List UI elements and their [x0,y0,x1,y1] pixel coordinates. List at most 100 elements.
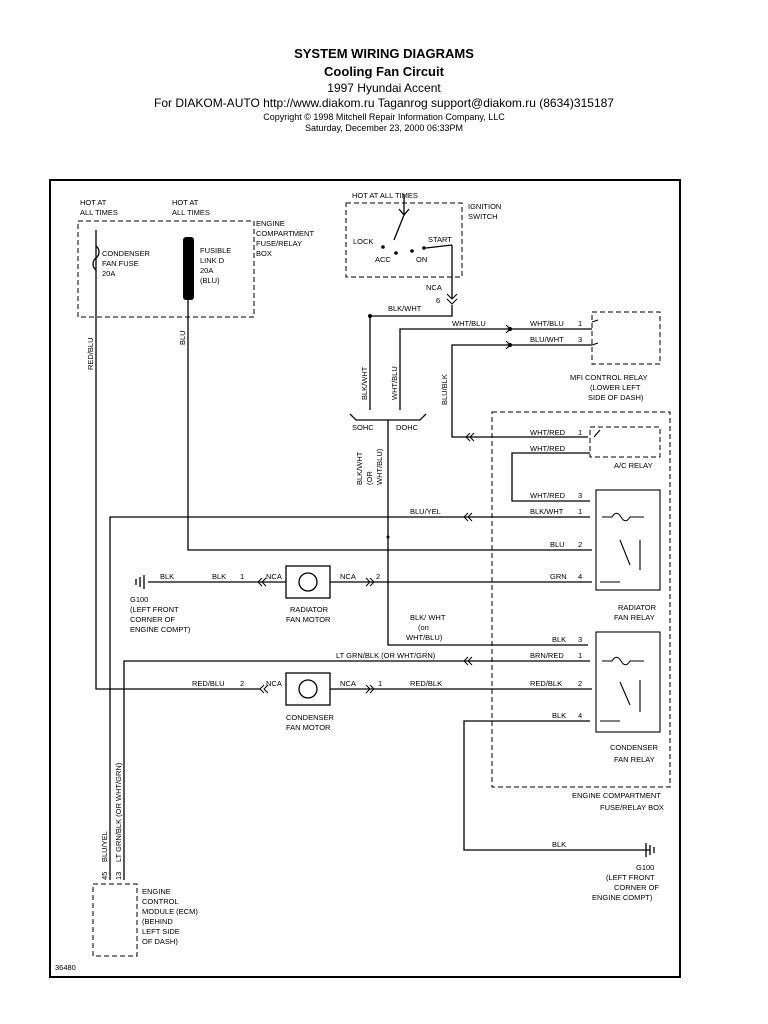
nca-rm-2: NCA [340,572,356,581]
mfi-relay-label-2: (LOWER LEFT [590,383,641,392]
rad-relay-coil [600,512,644,583]
engine-fuse-box-top-2: COMPARTMENT [256,229,314,238]
radiator-fan-relay-2: FAN RELAY [614,613,655,622]
sohc-dohc-bracket [349,413,427,421]
ecm-label-2: CONTROL [142,897,179,906]
engine-fuse-box-bottom-2: FUSE/RELAY BOX [600,803,664,812]
blk-label-1: BLK [160,572,174,581]
motor-pin-2: 2 [376,572,380,581]
fusible-link-label-2: LINK D [200,256,225,265]
mfi-pin-3: 3 [578,335,582,344]
red-blu-h: RED/BLU [192,679,225,688]
cond-pin-4: 4 [578,711,582,720]
diagram-frame [49,179,681,978]
g100-right-symbol [645,843,655,857]
sohc-label: SOHC [352,423,374,432]
cond-blk-3: BLK [552,635,566,644]
g100-left-4: ENGINE COMPT) [130,625,191,634]
blk-wht-on-1: BLK/ WHT [410,613,446,622]
cond-pin-2: 2 [578,679,582,688]
nca-ign-label: NCA [426,283,442,292]
ac-relay-box [589,426,661,458]
diagram-title: SYSTEM WIRING DIAGRAMS [294,46,474,61]
g100-right-2: (LEFT FRONT [606,873,655,882]
red-blu-wire [95,230,260,690]
ign-acc-dot [394,251,398,255]
ecm-label-5: LEFT SIDE [142,927,180,936]
blk-label-2: BLK [212,572,226,581]
rad-blk-wht: BLK/WHT [530,507,564,516]
fusible-link-label-3: 20A [200,266,213,275]
ecm-box [92,883,138,957]
blu-vert-label: BLU [178,330,187,345]
condenser-motor-circle [298,679,318,699]
ign-acc-label: ACC [375,255,391,264]
blk-wht-top-label: BLK/WHT [388,304,422,313]
condenser-fan-fuse [92,245,100,271]
ac-pin-1: 1 [578,428,582,437]
ign-feed [393,194,453,298]
wht-blu-top-label: WHT/BLU [452,319,486,328]
ign-lock-label: LOCK [353,237,373,246]
hot-at-all-times-ign: HOT AT ALL TIMES [352,191,418,200]
radiator-fan-relay-1: RADIATOR [618,603,657,612]
blk-wht-or-label-3: WHT/BLU) [375,448,384,485]
fusible-link-label-4: (BLU) [200,276,220,285]
lt-grn-blk-label: LT GRN/BLK (OR WHT/GRN) [336,651,436,660]
ignition-switch-label-1: IGNITION [468,202,501,211]
pin-6-label: 6 [436,296,440,305]
red-blk-1: RED/BLK [410,679,442,688]
fusible-link [183,237,194,300]
condenser-fan-fuse-label-3: 20A [102,269,115,278]
diagram-subtitle: Cooling Fan Circuit [324,64,444,79]
g100-left-1: G100 [130,595,148,604]
rad-grn: GRN [550,572,567,581]
cond-relay-coil [600,656,644,722]
radiator-fan-motor-2: FAN MOTOR [286,615,331,624]
blu-yel-wire [109,516,590,880]
figure-id: 36480 [55,963,76,972]
dohc-label: DOHC [396,423,419,432]
blk-wht-ign [369,305,453,410]
g100-right-1: G100 [636,863,654,872]
engine-fuse-box-top-1: ENGINE [256,219,285,228]
engine-fuse-box-top [77,220,255,318]
ecm-blu-yel: BLU/YEL [100,831,109,862]
engine-fuse-box-bottom [491,411,671,788]
blk-wht-on-2: (on [418,623,429,632]
ign-arrow [398,208,410,217]
ign-start-label: START [428,235,452,244]
connectors [257,293,511,694]
all-times-label-1: ALL TIMES [80,208,118,217]
ecm-label-1: ENGINE [142,887,171,896]
wht-blu-mfi [399,328,592,410]
hot-at-label-2: HOT AT [172,198,199,207]
ac-relay-switch [593,429,601,438]
ign-on-dot [410,249,414,253]
ac-wht-red-1: WHT/RED [530,428,566,437]
condenser-fan-fuse-label-1: CONDENSER [102,249,151,258]
g100-right-4: ENGINE COMPT) [592,893,653,902]
source-line: For DIAKOM-AUTO http://www.diakom.ru Tag… [154,96,614,110]
radiator-fan-relay [595,489,661,591]
mfi-control-relay-box [591,311,661,365]
blk-bottom: BLK [552,840,566,849]
radiator-fan-motor-1: RADIATOR [290,605,329,614]
blu-wht-relay-label: BLU/WHT [530,335,564,344]
motor-pin-1: 1 [240,572,244,581]
rad-pin-1: 1 [578,507,582,516]
ecm-pin-45: 45 [100,872,109,880]
junction-4 [386,535,390,539]
mfi-relay-contacts [591,319,599,346]
ac-wht-red-2: WHT/RED [530,444,566,453]
blk-wht-or-label-2: (OR [365,471,374,485]
ecm-label-6: OF DASH) [142,937,178,946]
mfi-relay-label-3: SIDE OF DASH) [588,393,644,402]
red-blk-2: RED/BLK [530,679,562,688]
wht-blu-vert-label: WHT/BLU [390,366,399,400]
rad-pin-4: 4 [578,572,582,581]
blk-wht-on-3: WHT/BLU) [406,633,443,642]
engine-fuse-box-top-4: BOX [256,249,272,258]
blk-wht-or-label-1: BLK/WHT [355,451,364,485]
